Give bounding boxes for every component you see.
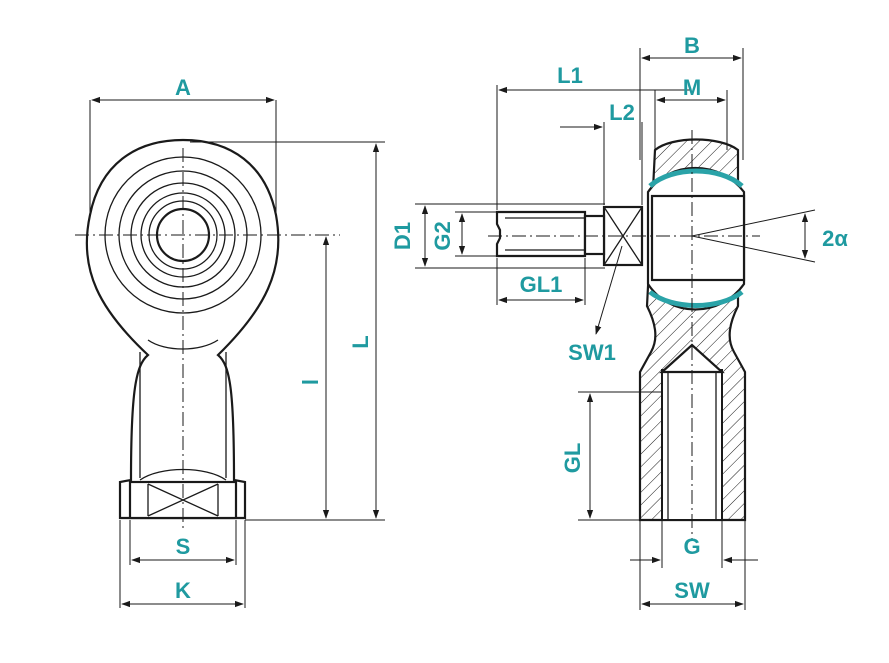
label-G: G [683, 534, 700, 559]
leader-SW1 [595, 245, 623, 335]
label-L: L [348, 335, 373, 348]
label-M: M [683, 75, 701, 100]
front-view [75, 138, 340, 530]
label-S: S [176, 534, 191, 559]
label-G2: G2 [430, 221, 455, 250]
label-SW1: SW1 [568, 340, 616, 365]
label-L1: L1 [557, 63, 583, 88]
label-A: A [175, 75, 191, 100]
side-dimensions [415, 48, 809, 610]
label-two-alpha: 2α [822, 226, 848, 251]
side-ball-bore [650, 194, 746, 282]
label-GL1: GL1 [520, 272, 563, 297]
front-hex-cross [147, 483, 219, 517]
side-seal-top [648, 168, 744, 188]
label-GL: GL [560, 443, 585, 474]
front-dimensions [89, 96, 385, 608]
label-D1: D1 [390, 222, 415, 250]
side-view [488, 130, 816, 540]
dimension-labels: A B M L1 L2 D1 G2 2α GL1 SW1 L l GL S K … [175, 33, 848, 603]
label-K: K [175, 578, 191, 603]
label-l: l [298, 379, 323, 385]
label-B: B [684, 33, 700, 58]
label-SW: SW [674, 578, 710, 603]
label-L2: L2 [609, 100, 635, 125]
side-seal-bottom [648, 289, 744, 308]
